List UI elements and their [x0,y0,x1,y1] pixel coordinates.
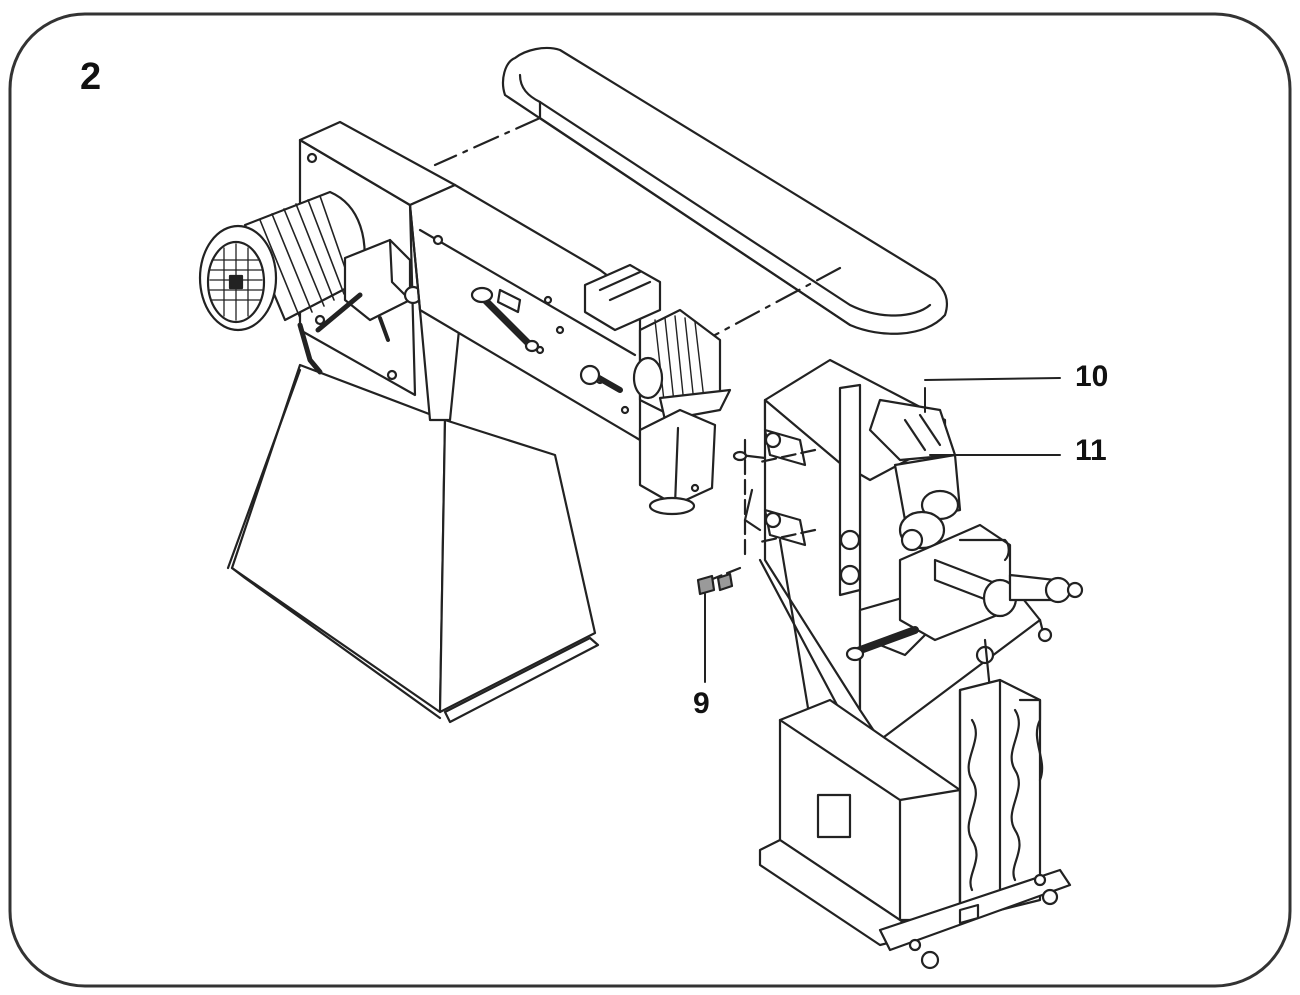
pedestal-column [958,678,1044,922]
caster-wheels [908,873,1059,970]
left-machine-stand [226,308,600,724]
electric-motor [198,190,423,375]
figure-number: 2 [80,56,102,98]
hinge-alignment-lines [703,438,817,584]
belt-alignment-lines [433,116,842,337]
arm-support-column [638,408,717,516]
wheeled-base [878,868,1072,952]
clamp-lever [845,626,927,662]
callout-leader-lines [704,377,1061,683]
lower-belt-guard [893,453,962,552]
callout-label-9: 9 [693,687,710,720]
callout-label-10: 10 [1075,360,1109,393]
hinge-bracket-upper [732,428,807,467]
upper-belt-guard [868,398,957,462]
callout-label-11: 11 [1075,434,1107,467]
adjustment-arm [838,383,862,597]
fastening-screw [696,572,734,596]
hinge-bracket-lower [743,488,807,547]
belt-arm-housing [408,183,662,442]
work-rest-assembly [898,523,1084,702]
dust-collection-cabinet [758,698,962,947]
